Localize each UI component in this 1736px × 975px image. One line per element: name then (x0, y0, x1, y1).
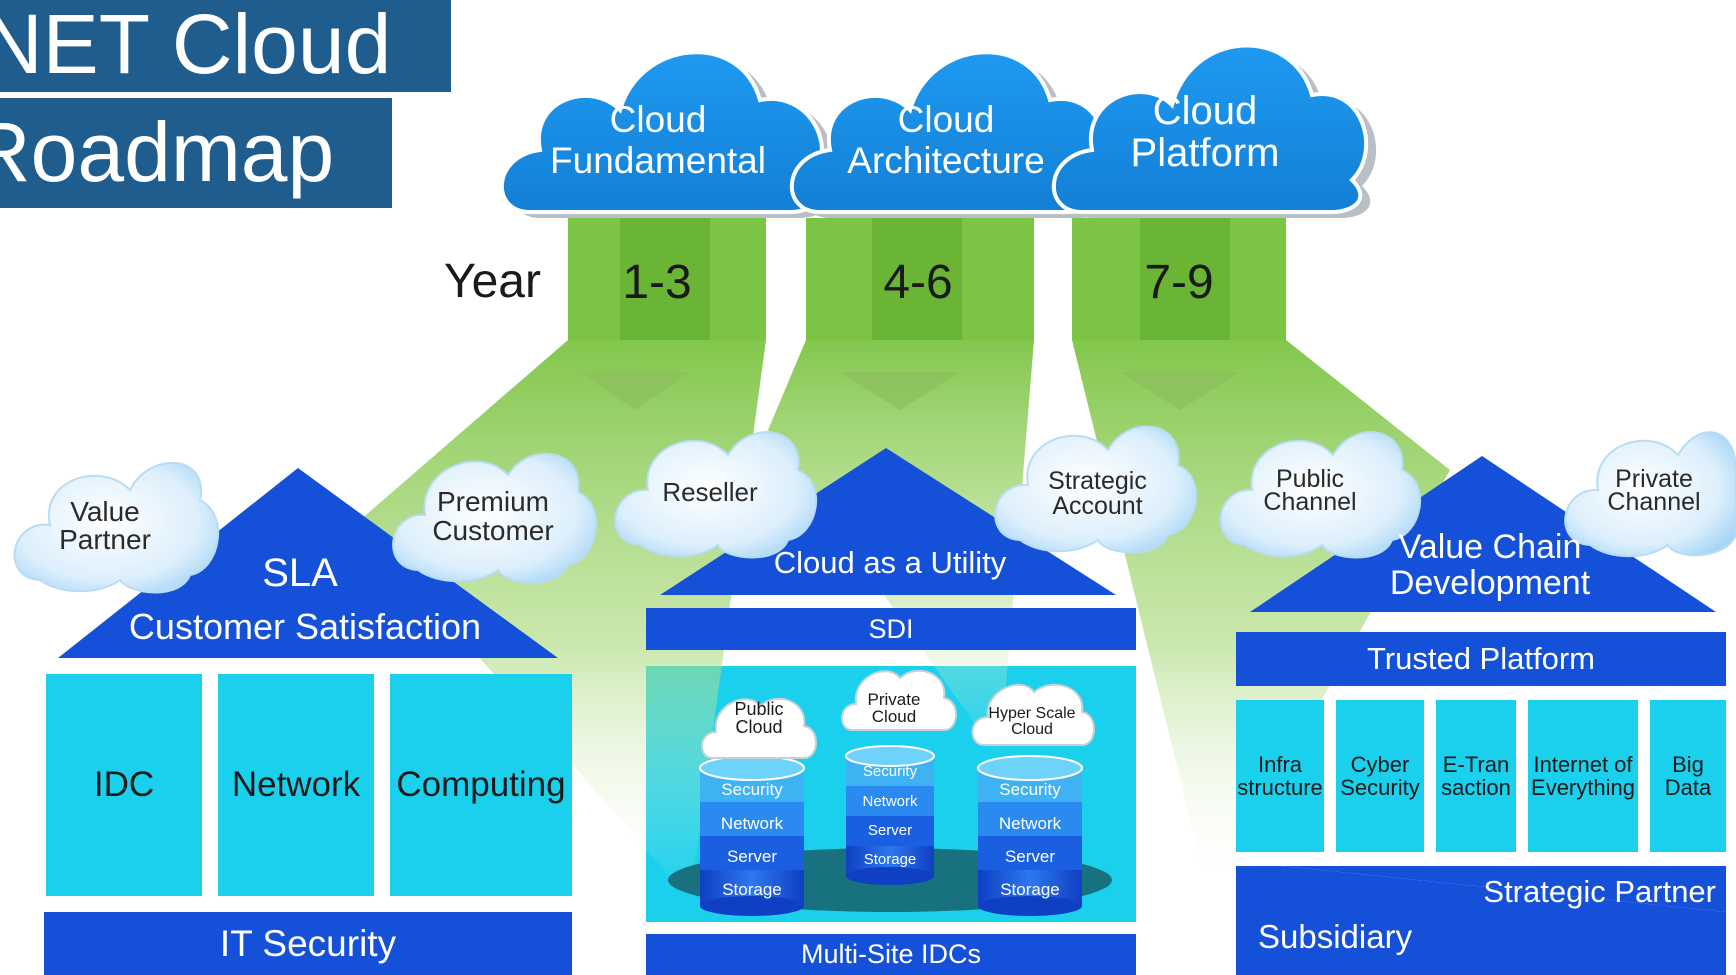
channel-label-private-channel: Private Channel (1607, 465, 1701, 516)
stack-1-layer-storage: Storage (722, 880, 782, 899)
house3-roof (1250, 456, 1716, 612)
stack-2-layer-network: Network (862, 792, 918, 810)
house1-pillar-idc: IDC (46, 674, 202, 896)
phase-years-2: 4-6 (883, 255, 953, 309)
house2-roof-title: Cloud as a Utility (773, 545, 1007, 580)
channel-label-public-channel: Public Channel (1263, 465, 1357, 516)
channel-label-premium-customer: Premium Customer (432, 486, 554, 546)
stack-2-layer-storage: Storage (863, 850, 917, 868)
stack-3-layer-network: Network (998, 814, 1062, 833)
stack-2-layer-server: Server (867, 821, 913, 839)
stack-3-layer-storage: Storage (1000, 880, 1060, 899)
stack-3-cylinders (971, 683, 1095, 916)
house3-base-lower (1236, 866, 1726, 975)
phase-cloud-2 (789, 50, 1115, 218)
channel-label-strategic-account: Strategic Account (1048, 467, 1147, 520)
stack-3-layer-server: Server (1004, 847, 1056, 866)
house3-pillar-infrastructure: Infra structure (1236, 700, 1324, 852)
house3-roof-title: Value Chain (1398, 527, 1582, 566)
stack-3-layer-security: Security (999, 780, 1061, 799)
stack-3-cloud-label: Hyper Scale Cloud (988, 705, 1076, 738)
house3-subsidiary: Subsidiary (1258, 918, 1413, 955)
channel-label-value-partner: Value Partner (59, 496, 151, 555)
channel-bubble-1 (13, 461, 219, 594)
house1-roof-subtitle: Customer Satisfaction (128, 606, 482, 647)
stack-2-cloud-label: Private Cloud (867, 690, 921, 726)
channel-label-reseller: Reseller (662, 476, 758, 507)
stack-1-layer-network: Network (720, 814, 784, 833)
house3-trusted-platform-bar: Trusted Platform (1236, 632, 1726, 686)
house2-sdi-bar: SDI (646, 608, 1136, 650)
year-label: Year (444, 255, 541, 308)
house3-pillar-e-transaction: E-Tran saction (1436, 700, 1516, 852)
house1-pillar-network: Network (218, 674, 374, 896)
house3-pillar-internet-of-everything: Internet of Everything (1528, 700, 1638, 852)
phase-years-3: 7-9 (1144, 255, 1214, 309)
phase-cloud-3 (1051, 43, 1377, 218)
house2-roof (660, 448, 1116, 595)
stack-1-layer-server: Server (726, 847, 778, 866)
channel-bubble-3 (614, 431, 817, 559)
channel-bubble-4 (994, 425, 1197, 554)
channel-bubble-6 (1564, 431, 1736, 558)
house1-roof-title: SLA (262, 550, 338, 595)
phase-cloud-label-2: Cloud Architecture (847, 99, 1045, 181)
channel-bubble-5 (1219, 431, 1421, 559)
house3-roof-subtitle: Development (1389, 563, 1591, 602)
title-line-1: NET Cloud (0, 0, 451, 92)
house3-pillar-cyber-security: Cyber Security (1336, 700, 1424, 852)
channel-bubble-2 (392, 452, 597, 584)
house1-roof (58, 468, 558, 658)
title-line-2: Roadmap (0, 98, 392, 208)
house1-base-it-security: IT Security (44, 912, 572, 975)
phase-column-3 (1072, 218, 1286, 410)
phase-cloud-label-1: Cloud Fundamental (550, 99, 766, 181)
house3-pillar-big-data: Big Data (1650, 700, 1726, 852)
house3-strategic-partner: Strategic Partner (1483, 874, 1716, 909)
stack-1-cylinders (699, 697, 817, 916)
phase-cloud-label-3: Cloud Platform (1130, 89, 1280, 175)
phase-column-2 (806, 218, 1034, 410)
phase-column-1 (568, 218, 766, 410)
phase-cloud-1 (499, 50, 832, 218)
phase-years-1: 1-3 (622, 255, 692, 309)
stack-2-layer-security: Security (862, 762, 918, 780)
stack-1-cloud-label: Public Cloud (734, 699, 784, 737)
house2-base-multisite-idcs: Multi-Site IDCs (646, 934, 1136, 975)
stack-1-layer-security: Security (721, 780, 783, 799)
house1-pillar-computing: Computing (390, 674, 572, 896)
stack-2-cylinders (841, 669, 957, 885)
